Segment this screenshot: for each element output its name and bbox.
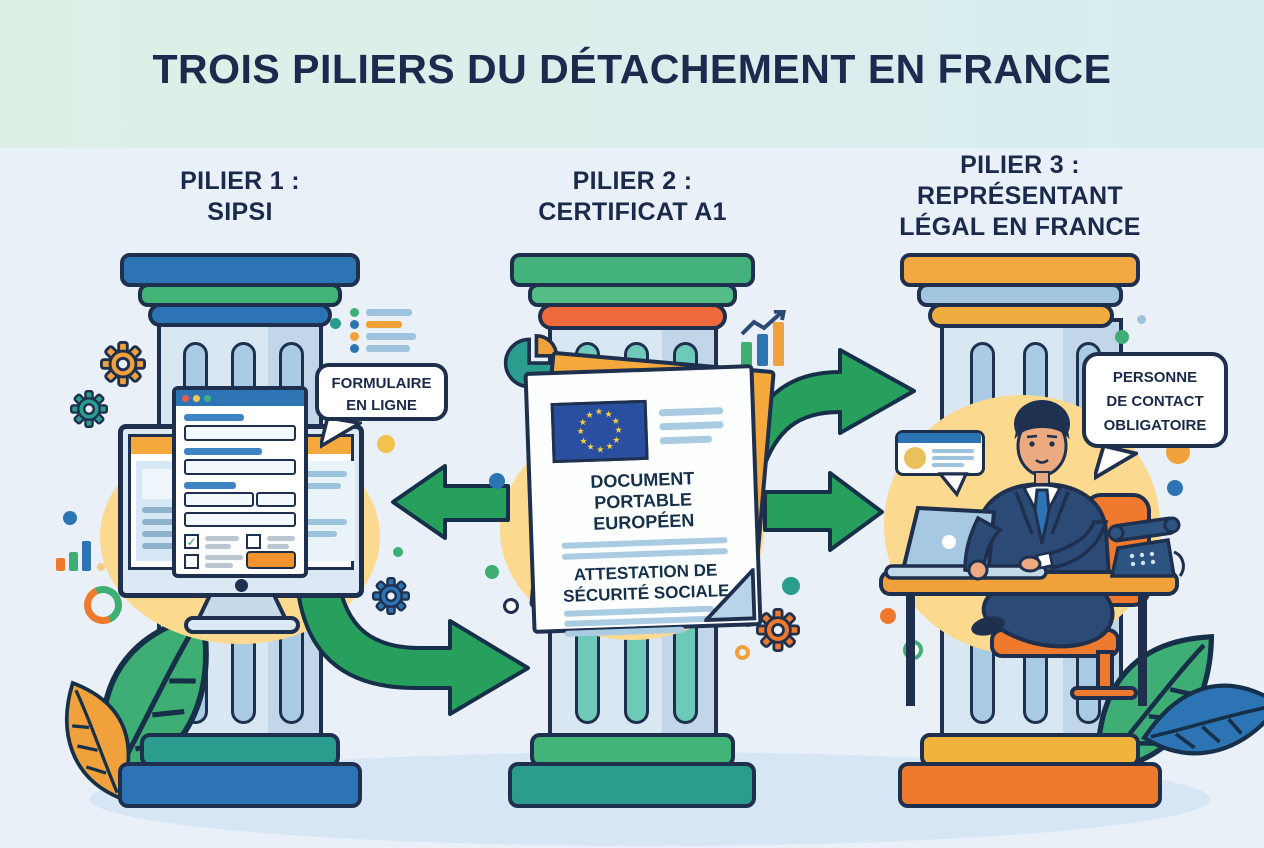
pillar3-base-lower <box>898 762 1162 808</box>
pillar1-base-lower <box>118 762 362 808</box>
avatar <box>904 447 926 469</box>
leaf-icon <box>1141 683 1264 756</box>
pillar1-bubble-line2: EN LIGNE <box>346 397 417 414</box>
pillar3-speech-bubble: PERSONNE DE CONTACT OBLIGATOIRE <box>1082 352 1228 448</box>
checkbox-unchecked <box>184 554 199 569</box>
deco-dot-teal <box>782 577 800 595</box>
desk-leg <box>1138 590 1147 706</box>
person-hand <box>1018 555 1042 573</box>
pillar3-capital-top <box>900 253 1140 287</box>
form-input <box>184 425 296 441</box>
pillar3-bubble-line3: OBLIGATOIRE <box>1103 417 1207 434</box>
pillar2-heading-line2: CERTIFICAT A1 <box>538 198 727 226</box>
pillar1-bubble-line1: FORMULAIRE <box>331 375 432 392</box>
gear-icon <box>756 608 800 652</box>
monitor-camera-dot <box>235 579 248 592</box>
pillar1-capital-neck <box>148 303 332 327</box>
deco-dot-amber <box>377 435 395 453</box>
person-shoe <box>971 616 1005 636</box>
pillar2-base-lower <box>508 762 756 808</box>
form-input <box>184 512 296 527</box>
form-submit-button <box>246 551 296 569</box>
monitor-stand <box>184 593 300 634</box>
pillar2-heading-line1: PILIER 2 : <box>572 167 693 195</box>
eu-star-icon: ★ <box>585 409 594 420</box>
form-input <box>184 459 296 475</box>
window-dot-red <box>182 395 189 402</box>
form-window-titlebar <box>176 390 304 406</box>
pillar1-heading: PILIER 1 : SIPSI <box>100 166 380 228</box>
eu-flag-icon: ★★★★★★★★★★★★ <box>550 399 649 464</box>
document-icon: ★★★★★★★★★★★★ DOCUMENT PORTABLE EUROPÉEN … <box>523 364 763 637</box>
pillar1-heading-line2: SIPSI <box>207 198 273 226</box>
pillar3-base-upper <box>920 733 1140 767</box>
form-input-split <box>256 492 296 507</box>
chat-card-tail <box>938 472 969 498</box>
form-window-icon: ✓ <box>172 386 308 578</box>
tie <box>1033 488 1051 545</box>
trend-chart-icon <box>740 310 787 366</box>
pillar2-heading: PILIER 2 : CERTIFICAT A1 <box>490 166 775 228</box>
window-dot-green <box>204 395 211 402</box>
list-icon <box>350 306 430 354</box>
checkbox-unchecked <box>246 534 261 549</box>
pillar3-bubble-line1: PERSONNE <box>1112 369 1198 386</box>
deco-ring-amber <box>735 645 750 660</box>
deco-dot-blue <box>63 511 77 525</box>
deco-dot-green <box>393 547 403 557</box>
pillar3-heading-line3: LÉGAL EN FRANCE <box>899 213 1141 241</box>
pillar3-heading: PILIER 3 : REPRÉSENTANT LÉGAL EN FRANCE <box>855 150 1185 243</box>
person-icon <box>879 400 1185 706</box>
page-title: TROIS PILIERS DU DÉTACHEMENT EN FRANCE <box>152 46 1112 92</box>
pillar1-capital-top <box>120 253 360 287</box>
deco-dot-orange <box>880 608 896 624</box>
checkbox-checked: ✓ <box>184 534 199 549</box>
eu-star-icon: ★ <box>594 406 604 417</box>
phone-icon <box>1107 516 1185 578</box>
window-dot-yellow <box>193 395 200 402</box>
bar-chart-icon <box>56 540 106 572</box>
pillar3-capital-neck <box>928 303 1114 328</box>
deco-dot-green <box>485 565 499 579</box>
eu-star-icon: ★ <box>576 425 585 437</box>
document-fold-corner <box>702 568 757 623</box>
deco-dot-teal <box>330 318 341 329</box>
deco-dot-blue <box>489 473 505 489</box>
pillar3-heading-line2: REPRÉSENTANT <box>917 182 1123 210</box>
form-label <box>184 414 244 421</box>
pillar1-heading-line1: PILIER 1 : <box>180 167 300 195</box>
person-legs <box>981 590 1115 649</box>
header-band <box>0 0 1264 148</box>
eu-star-icon: ★ <box>605 441 614 452</box>
deco-dot-green <box>1115 330 1129 344</box>
pillar3-bubble-line2: DE CONTACT <box>1106 393 1204 410</box>
desk-leg <box>906 590 915 706</box>
document-title: DOCUMENT PORTABLE EUROPÉEN <box>531 466 755 537</box>
arrow-icon-doc-to-rep-lower <box>763 471 884 552</box>
pillar3-heading-line1: PILIER 3 : <box>960 151 1080 179</box>
form-input-split <box>184 492 254 507</box>
chair-foot <box>1070 686 1138 700</box>
pillar1-bubble-tail <box>320 416 362 449</box>
eu-star-icon: ★ <box>586 442 595 453</box>
pillar2-capital-top <box>510 253 755 287</box>
deco-dot-lightblue <box>1137 315 1146 324</box>
person-hair <box>1014 415 1070 440</box>
pillar3-bubble-tail <box>1094 444 1138 481</box>
form-label <box>184 448 262 455</box>
gear-icon <box>372 577 410 615</box>
gear-icon <box>100 341 146 387</box>
gear-icon <box>70 390 108 428</box>
pillar2-capital-neck <box>538 303 727 330</box>
person-hand <box>967 559 989 581</box>
form-label <box>184 482 236 489</box>
eu-star-icon: ★ <box>596 444 605 455</box>
pillar1-speech-bubble: FORMULAIRE EN LIGNE <box>315 363 448 421</box>
deco-ring-white <box>503 598 519 614</box>
chat-card-icon <box>895 430 985 476</box>
leaf-icon <box>65 680 131 801</box>
deco-dot-blue <box>1167 480 1183 496</box>
